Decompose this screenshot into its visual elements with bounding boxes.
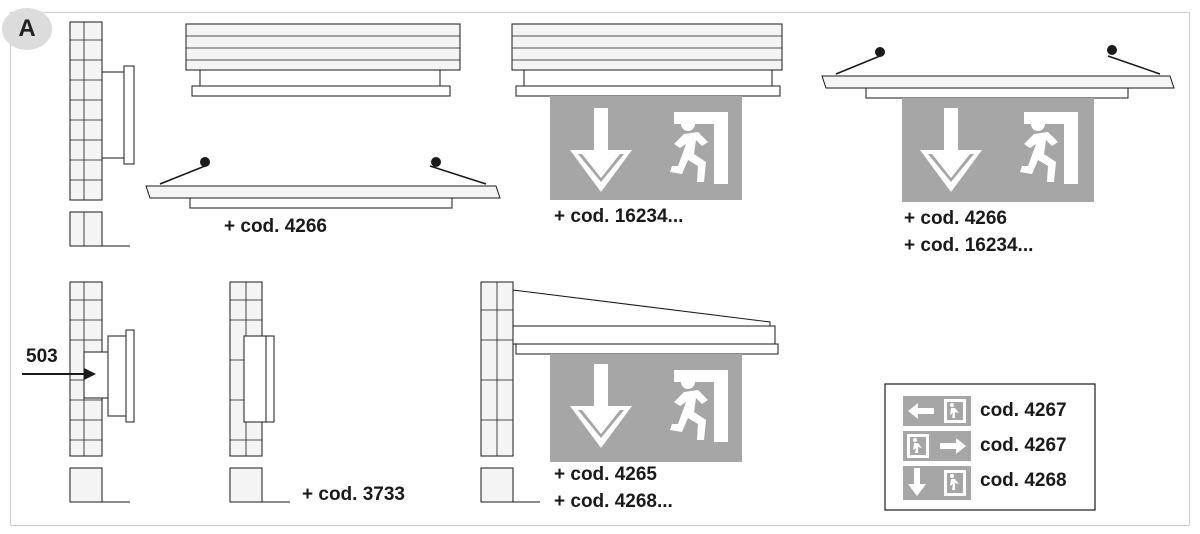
wall-bracket-cod-2: + cod. 4268... [554, 491, 673, 512]
ceiling-sign-cod: + cod. 16234... [554, 206, 683, 227]
legend-cod-3: cod. 4268 [980, 470, 1067, 491]
wall-section-bracket [480, 281, 779, 503]
arrow-left-running-man-icon [903, 396, 971, 426]
figure-letter-badge: A [2, 8, 52, 50]
legend-cod-1: cod. 4267 [980, 400, 1067, 421]
legend-cod-2: cod. 4267 [980, 435, 1067, 456]
arrow-down-running-man-icon [903, 466, 971, 500]
wall-section-bottom-middle [229, 281, 290, 503]
ceiling-recessed-exit-sign [821, 45, 1175, 202]
ceiling-exit-sign [511, 23, 783, 200]
figure-frame [10, 12, 1190, 526]
wall-bracket-cod-1: + cod. 4265 [554, 464, 657, 485]
pictogram-legend: cod. 4267 cod. 4267 cod. 4268 [884, 383, 1096, 511]
wall-recessed-ref: 503 [26, 346, 58, 367]
recessed-sign-cod-1: + cod. 4266 [904, 208, 1007, 229]
ceiling-lamp-cod: + cod. 4266 [224, 216, 327, 237]
ceiling-recessed-lamp [145, 157, 501, 209]
wall-bracket-exit-sign [550, 354, 742, 462]
wall-surface-cod: + cod. 3733 [302, 484, 405, 505]
wall-section-top-left [69, 21, 135, 247]
wall-section-bottom-left [22, 281, 135, 503]
ceiling-surface-lamp [185, 23, 461, 97]
running-man-arrow-right-icon [903, 431, 971, 461]
recessed-sign-cod-2: + cod. 16234... [904, 235, 1033, 256]
